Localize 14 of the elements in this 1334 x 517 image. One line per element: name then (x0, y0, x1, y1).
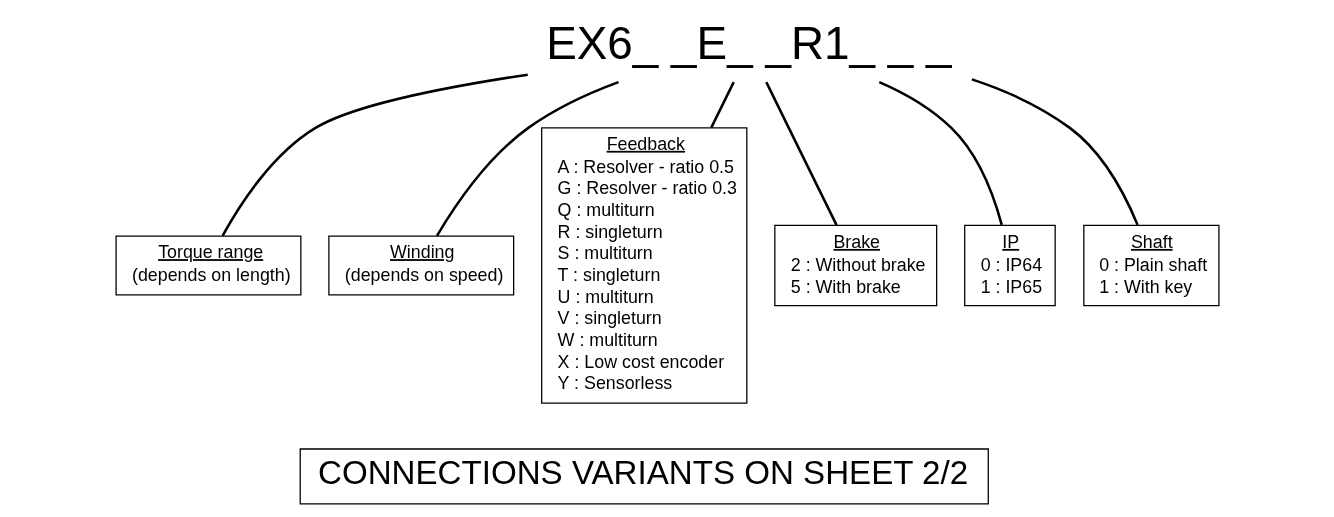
node-box: CONNECTIONS VARIANTS ON SHEET 2/2 (299, 448, 989, 505)
connector (709, 81, 735, 129)
connector (764, 81, 838, 226)
node-box: Feedback A : Resolver - ratio 0.5 G : Resolver - ratio 0.3 Q : multiturn R : singleturn S : multiturn T : singleturn U : multiturn V : singleturn W : multiturn X : Low cost encoder Y : Sensorless (540, 127, 747, 404)
node-box: Winding (depends on speed) (327, 235, 514, 296)
node-box: Brake 2 : Without brake 5 : With brake (773, 224, 937, 307)
connector (970, 78, 1139, 226)
node-box: IP 0 : IP64 1 : IP65 (963, 224, 1056, 307)
node-box: Shaft 0 : Plain shaft 1 : With key (1082, 224, 1220, 307)
connector (435, 80, 619, 237)
node-text: EX6_ _E_ _R1_ _ _ (545, 16, 952, 69)
connector (221, 73, 528, 237)
node-box: Torque range (depends on length) (114, 235, 301, 296)
connector (878, 81, 1003, 226)
